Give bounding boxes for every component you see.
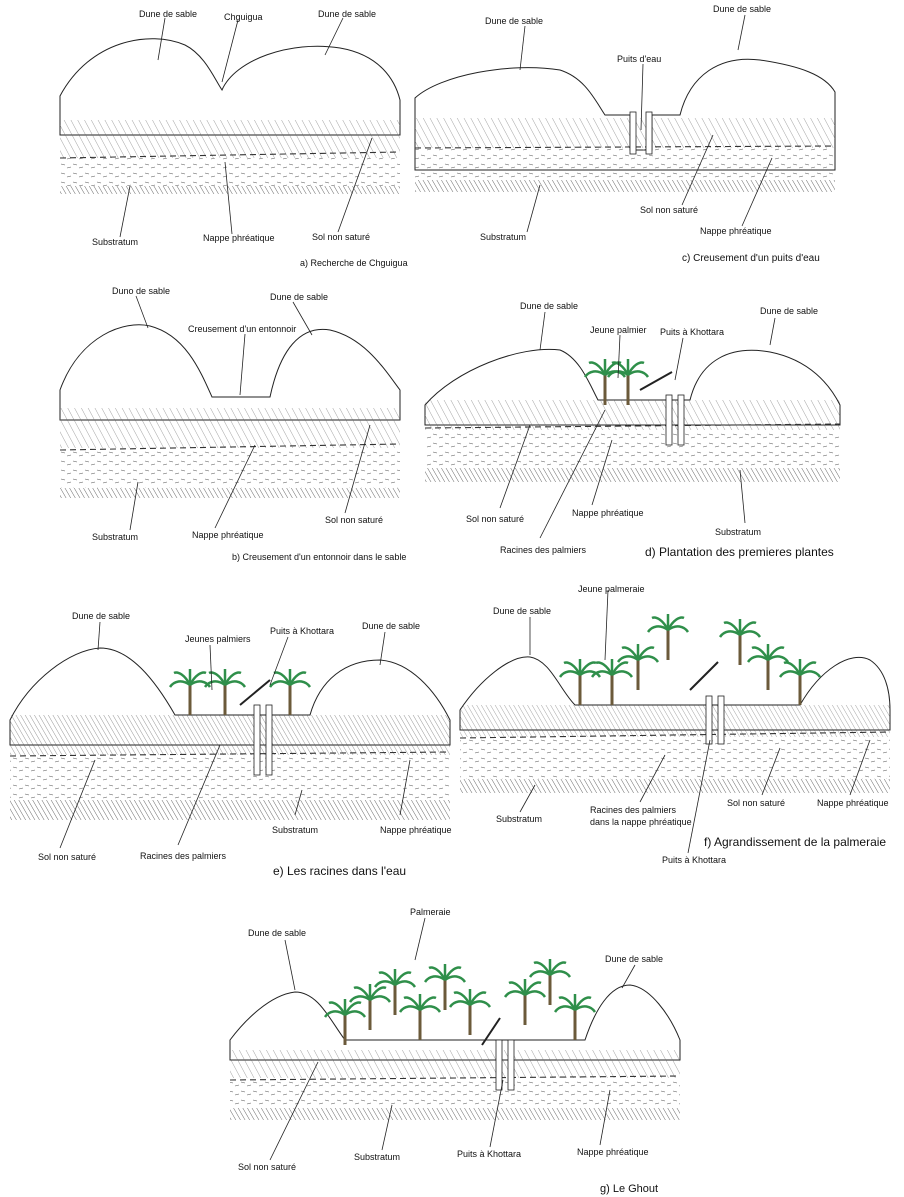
label-d-racines: Racines des palmiers [500, 545, 587, 555]
label-d-dune-left: Dune de sable [520, 301, 578, 311]
palm-icon [425, 964, 465, 1010]
palm-icon [400, 994, 440, 1040]
label-b-entonnoir: Creusement d'un entonnoir [188, 324, 296, 334]
palm-icon [450, 989, 490, 1035]
label-d-dune-right: Dune de sable [760, 306, 818, 316]
label-a-dune-left: Dune de sable [139, 9, 197, 19]
palm-icon [350, 984, 390, 1030]
label-e-puits: Puits à Khottara [270, 626, 334, 636]
label-d-sol: Sol non saturé [466, 514, 524, 524]
label-a-nappe: Nappe phréatique [203, 233, 275, 243]
caption-c: c) Creusement d'un puits d'eau [682, 253, 820, 264]
palm-icon [780, 659, 820, 705]
label-c-puits: Puits d'eau [617, 54, 661, 64]
label-f-dune: Dune de sable [493, 606, 551, 616]
label-e-nappe: Nappe phréatique [380, 825, 452, 835]
label-f-substratum: Substratum [496, 814, 542, 824]
palm-icon [748, 644, 788, 690]
label-b-substratum: Substratum [92, 532, 138, 542]
label-e-racines: Racines des palmiers [140, 851, 227, 861]
label-a-substratum: Substratum [92, 237, 138, 247]
label-f-nappe: Nappe phréatique [817, 798, 889, 808]
label-b-dune-left: Duno de sable [112, 286, 170, 296]
palm-icon [648, 614, 688, 660]
label-g-nappe: Nappe phréatique [577, 1147, 649, 1157]
label-b-dune-right: Dune de sable [270, 292, 328, 302]
label-c-substratum: Substratum [480, 232, 526, 242]
label-a-sol: Sol non saturé [312, 232, 370, 242]
label-e-sol: Sol non saturé [38, 852, 96, 862]
label-g-dune-right: Dune de sable [605, 954, 663, 964]
caption-e: e) Les racines dans l'eau [273, 864, 406, 878]
label-b-nappe: Nappe phréatique [192, 530, 264, 540]
palm-icon [270, 669, 310, 715]
label-b-sol: Sol non saturé [325, 515, 383, 525]
label-f-racines-2: dans la nappe phréatique [590, 817, 692, 827]
label-e-jeunes-palmiers: Jeunes palmiers [185, 634, 251, 644]
palm-icon [592, 659, 632, 705]
panel-a: Dune de sable Chguigua Dune de sable Sub… [60, 9, 408, 268]
palm-icon [618, 644, 658, 690]
label-c-nappe: Nappe phréatique [700, 226, 772, 236]
label-f-sol: Sol non saturé [727, 798, 785, 808]
label-e-dune-left: Dune de sable [72, 611, 130, 621]
label-e-substratum: Substratum [272, 825, 318, 835]
label-c-dune-left: Dune de sable [485, 16, 543, 26]
label-d-substratum: Substratum [715, 527, 761, 537]
label-a-dune-right: Dune de sable [318, 9, 376, 19]
caption-f: f) Agrandissement de la palmeraie [704, 835, 886, 849]
label-g-palmeraie: Palmeraie [410, 907, 451, 917]
palm-icon [170, 669, 210, 715]
panel-b: Duno de sable Creusement d'un entonnoir … [60, 286, 406, 562]
palm-icon [505, 979, 545, 1025]
caption-b: b) Creusement d'un entonnoir dans le sab… [232, 552, 406, 562]
panel-g: Dune de sable Palmeraie Dune de sable So… [230, 907, 680, 1195]
palm-icon [608, 359, 648, 405]
palm-icon [555, 994, 595, 1040]
label-d-jeune-palmier: Jeune palmier [590, 325, 647, 335]
label-a-chguigua: Chguigua [224, 12, 263, 22]
label-c-sol: Sol non saturé [640, 205, 698, 215]
label-d-nappe: Nappe phréatique [572, 508, 644, 518]
caption-d: d) Plantation des premieres plantes [645, 545, 834, 559]
caption-a: a) Recherche de Chguigua [300, 258, 408, 268]
label-g-substratum: Substratum [354, 1152, 400, 1162]
label-f-jeune-palmeraie: Jeune palmeraie [578, 584, 645, 594]
label-c-dune-right: Dune de sable [713, 4, 771, 14]
panel-d: Dune de sable Jeune palmier Puits à Khot… [425, 301, 840, 559]
palm-icon [560, 659, 600, 705]
label-e-dune-right: Dune de sable [362, 621, 420, 631]
label-g-dune-left: Dune de sable [248, 928, 306, 938]
caption-g: g) Le Ghout [600, 1183, 658, 1195]
label-f-puits: Puits à Khottara [662, 855, 726, 865]
palm-icon [325, 999, 365, 1045]
label-f-racines: Racines des palmiers [590, 805, 677, 815]
label-d-puits: Puits à Khottara [660, 327, 724, 337]
label-g-puits: Puits à Khottara [457, 1149, 521, 1159]
panel-c: Dune de sable Puits d'eau Dune de sable … [415, 4, 835, 264]
panel-e: Dune de sable Jeunes palmiers Puits à Kh… [10, 611, 452, 878]
panel-f: Dune de sable Jeune palmeraie Substratum… [460, 584, 890, 865]
label-g-sol: Sol non saturé [238, 1162, 296, 1172]
palm-icon [375, 969, 415, 1015]
palm-icon [585, 359, 625, 405]
